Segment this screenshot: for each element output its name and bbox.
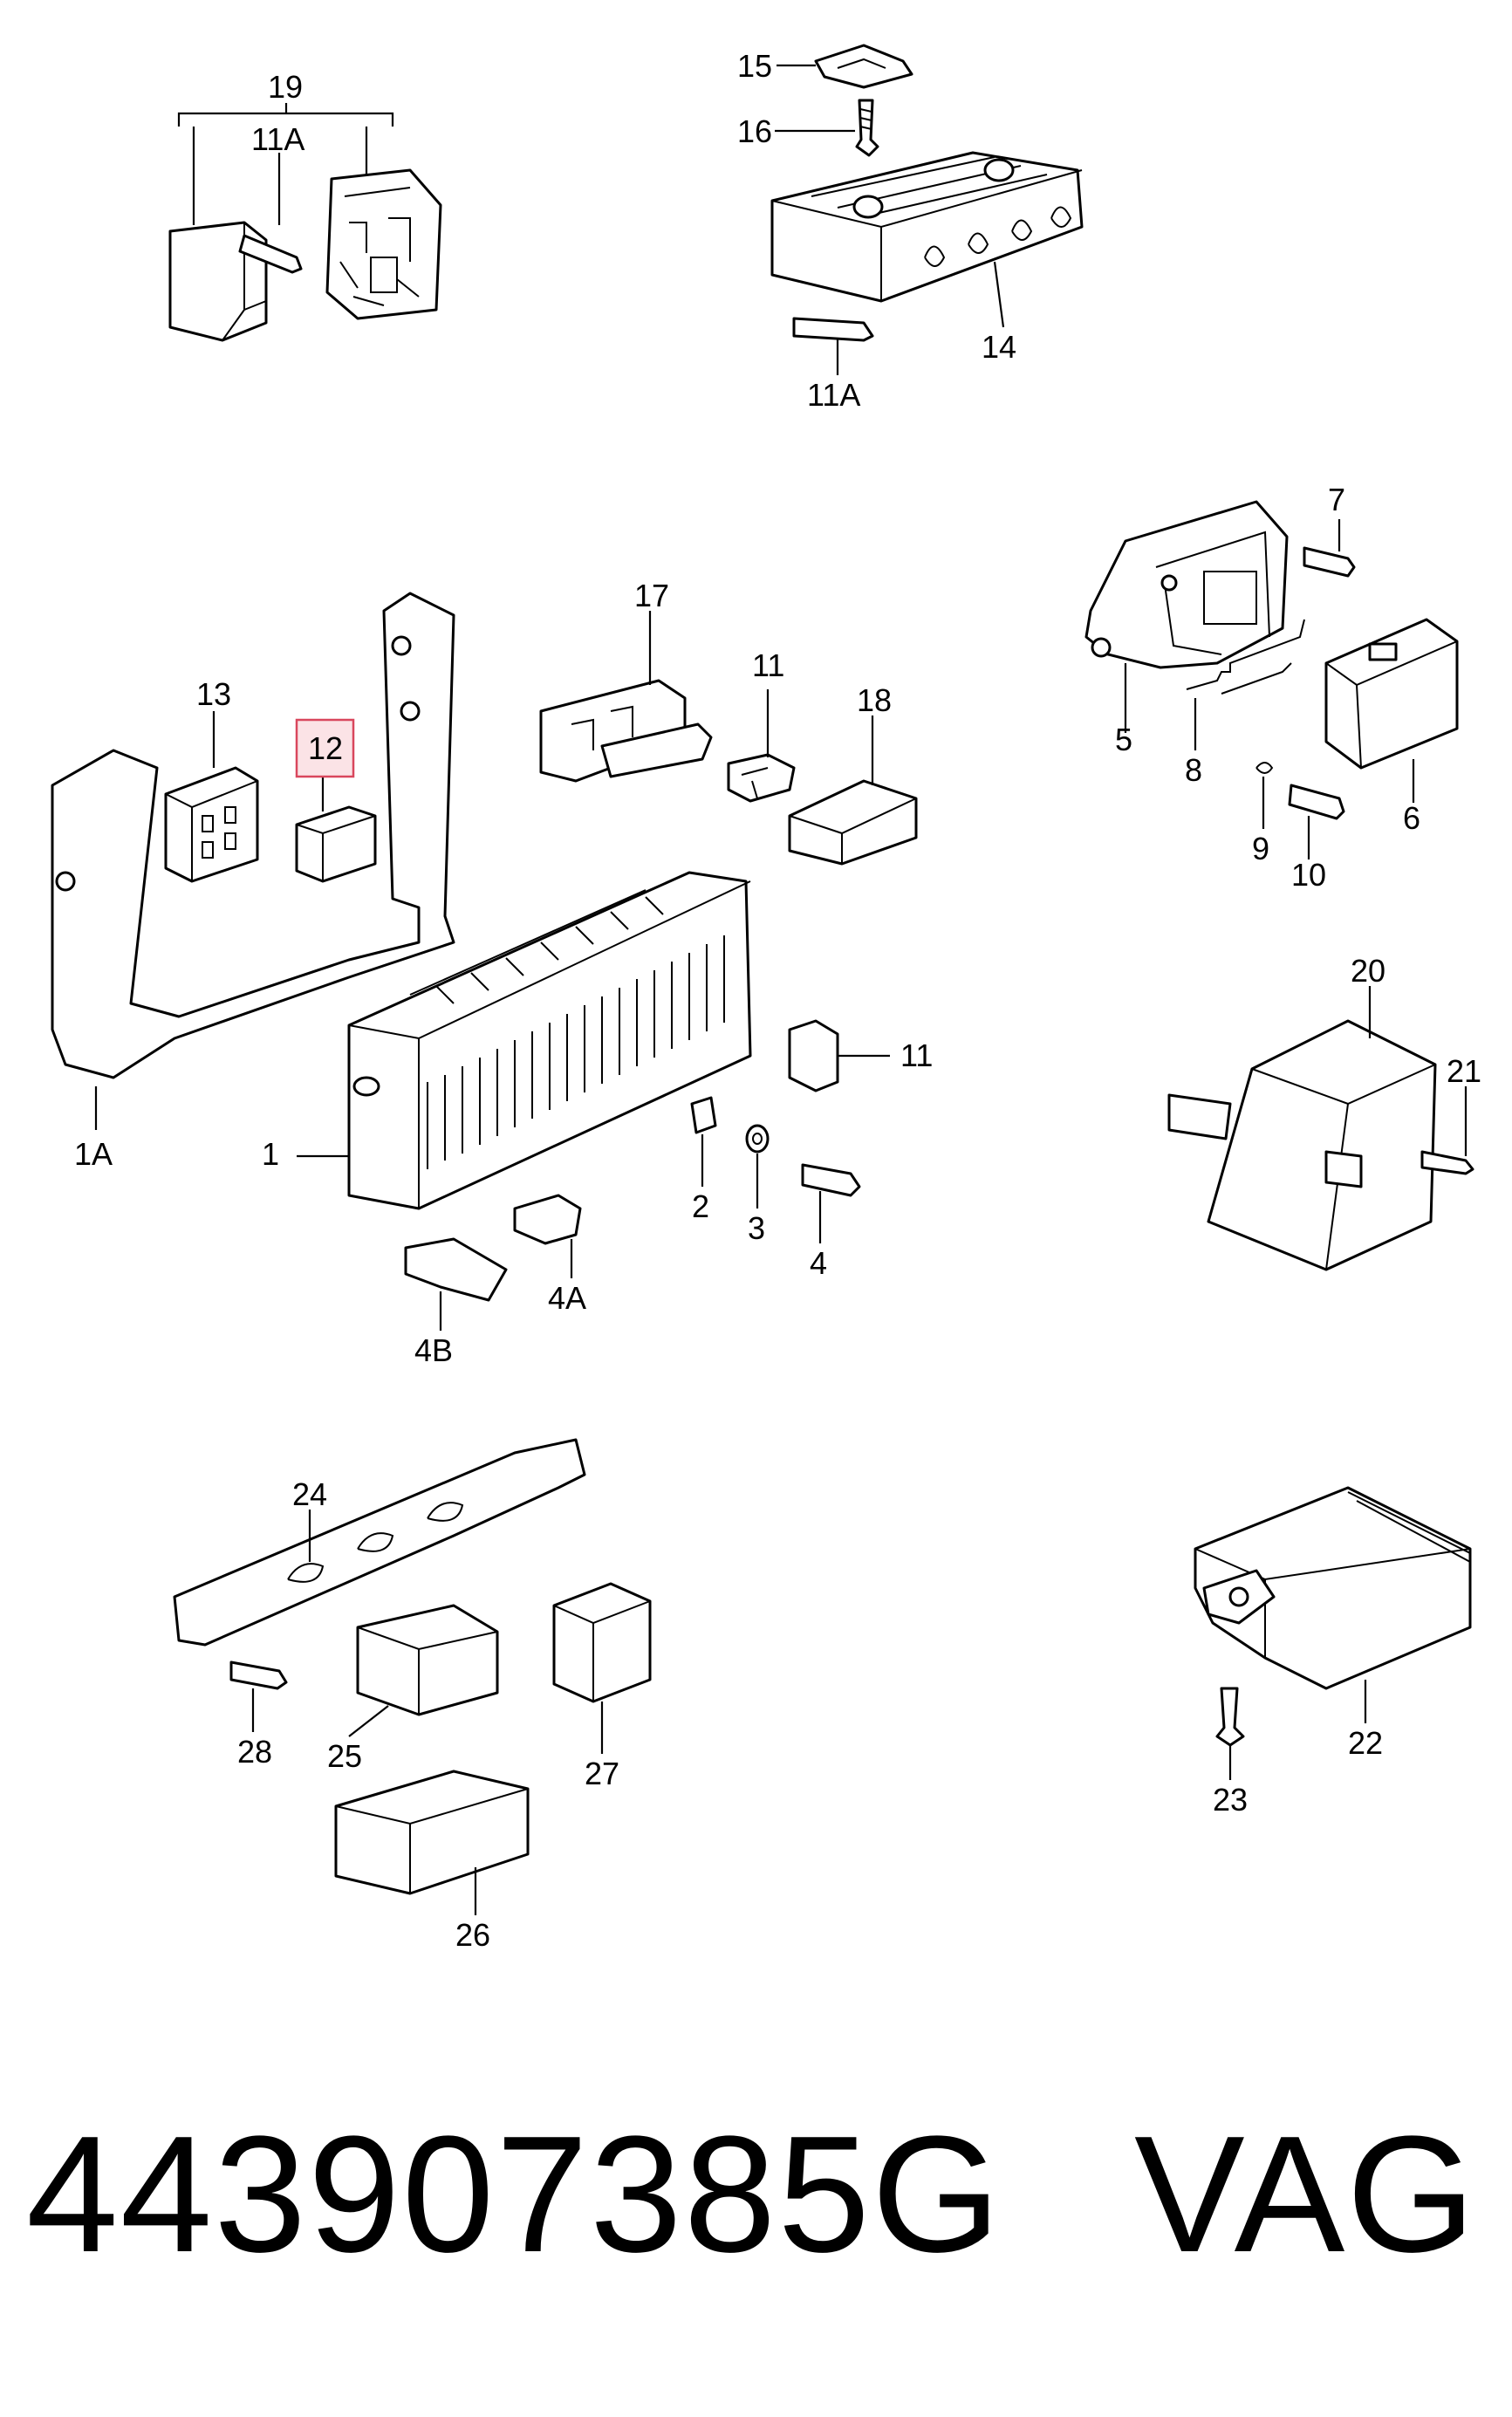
callout-14: 14 bbox=[982, 329, 1016, 365]
callout-17: 17 bbox=[634, 578, 669, 613]
callout-23: 23 bbox=[1213, 1782, 1248, 1818]
relay-socket-25 bbox=[348, 1604, 499, 1737]
callout-4b: 4B bbox=[414, 1332, 453, 1368]
relay-18 bbox=[788, 716, 918, 866]
bracket-24 bbox=[173, 1438, 586, 1732]
callout-13: 13 bbox=[196, 676, 231, 712]
callout-28: 28 bbox=[237, 1734, 272, 1770]
relay-plate-17 bbox=[539, 611, 713, 783]
callout-18: 18 bbox=[857, 682, 892, 718]
clip-4A bbox=[513, 1194, 582, 1278]
central-electrics-1 bbox=[297, 871, 752, 1210]
callout-11a-top: 11A bbox=[251, 121, 304, 157]
small-parts-2-3-4 bbox=[690, 1096, 861, 1243]
callout-7: 7 bbox=[1328, 482, 1345, 517]
callout-1a: 1A bbox=[74, 1136, 113, 1172]
part-number: 443907385G bbox=[26, 2102, 1002, 2287]
callout-19: 19 bbox=[268, 69, 303, 105]
parts-diagram: 19 11A 15 16 14 11A 7 5 8 9 10 6 17 11 1… bbox=[51, 44, 1481, 1953]
callout-21: 21 bbox=[1447, 1053, 1481, 1089]
bracket-1A bbox=[51, 592, 455, 1130]
relay-socket-assembly-19 bbox=[168, 103, 442, 342]
control-unit-22 bbox=[1194, 1486, 1472, 1780]
relay-27 bbox=[552, 1582, 652, 1754]
highlight-box-12 bbox=[295, 718, 355, 778]
fuse-box-cover-14 bbox=[770, 44, 1084, 375]
brand-name: VAG bbox=[1134, 2102, 1478, 2287]
callout-8: 8 bbox=[1185, 752, 1202, 788]
callout-20: 20 bbox=[1351, 953, 1385, 989]
callout-4a: 4A bbox=[548, 1280, 586, 1316]
callout-2: 2 bbox=[692, 1188, 709, 1224]
callout-4: 4 bbox=[810, 1245, 827, 1281]
callout-16: 16 bbox=[737, 113, 772, 149]
callout-11-b: 11 bbox=[900, 1037, 933, 1073]
callout-6: 6 bbox=[1403, 800, 1420, 836]
callout-10: 10 bbox=[1291, 857, 1326, 893]
relay-12 bbox=[295, 772, 377, 883]
callout-11a-mid: 11A bbox=[807, 377, 860, 413]
relay-socket-13 bbox=[164, 711, 259, 883]
control-housing-5 bbox=[1084, 500, 1459, 859]
fuse-11-right bbox=[788, 1019, 890, 1092]
control-unit-20 bbox=[1167, 986, 1474, 1271]
callout-9: 9 bbox=[1252, 831, 1269, 866]
callout-11-a: 11 bbox=[752, 647, 784, 683]
callout-3: 3 bbox=[748, 1210, 765, 1246]
callout-24: 24 bbox=[292, 1476, 327, 1512]
clip-4B bbox=[404, 1237, 508, 1331]
callout-25: 25 bbox=[327, 1738, 362, 1774]
callout-12: 12 bbox=[308, 730, 343, 766]
relay-socket-26 bbox=[334, 1770, 530, 1915]
callout-5: 5 bbox=[1115, 722, 1132, 757]
callout-27: 27 bbox=[585, 1756, 619, 1791]
callout-26: 26 bbox=[455, 1917, 490, 1953]
callout-22: 22 bbox=[1348, 1725, 1383, 1761]
callout-15: 15 bbox=[737, 48, 772, 84]
footer-caption: 443907385G VAG bbox=[26, 2094, 1492, 2295]
fuse-11 bbox=[727, 689, 796, 803]
callout-1: 1 bbox=[262, 1136, 279, 1172]
